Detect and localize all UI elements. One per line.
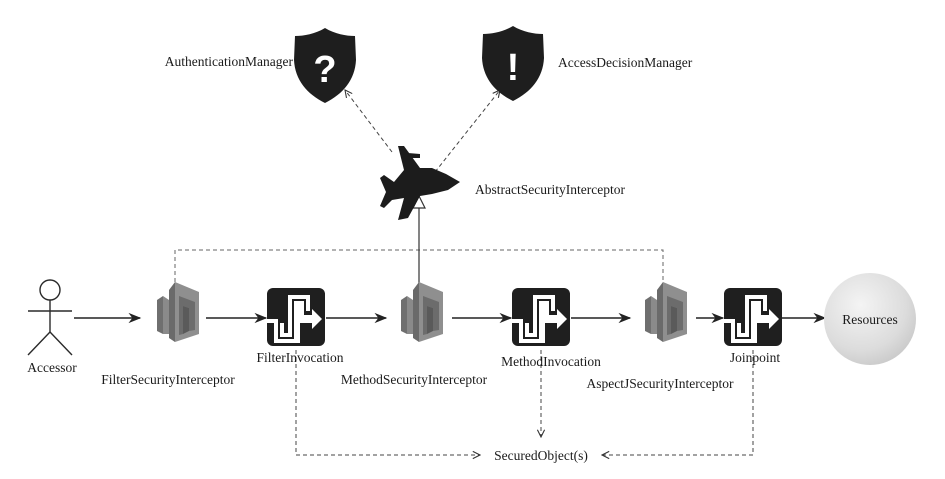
secured-objects-label: SecuredObject(s): [494, 448, 588, 463]
edge-abstract-to-access-decision-manager: [434, 90, 500, 173]
interceptor-gate-icon: [401, 282, 443, 342]
sphere-icon: [824, 273, 916, 365]
access-decision-manager-node[interactable]: ! AccessDecisionManager: [482, 26, 693, 101]
invocation-flow-icon: [265, 286, 327, 348]
shield-exclamation-glyph: !: [507, 47, 520, 89]
filter-invocation-node[interactable]: FilterInvocation: [257, 286, 344, 365]
abstract-security-interceptor-label: AbstractSecurityInterceptor: [475, 182, 625, 197]
method-security-interceptor-node[interactable]: MethodSecurityInterceptor: [341, 282, 488, 387]
invocation-flow-icon: [722, 286, 784, 348]
filter-security-interceptor-node[interactable]: FilterSecurityInterceptor: [101, 282, 235, 387]
authentication-manager-node[interactable]: ? AuthenticationManager: [165, 28, 356, 103]
interceptor-gate-icon: [645, 282, 687, 342]
accessor-node[interactable]: Accessor: [27, 279, 77, 375]
edge-filter-invocation-to-secured-objects: [295, 350, 480, 455]
joinpoint-node[interactable]: Joinpoint: [722, 286, 784, 365]
edge-abstract-to-auth-manager: [345, 90, 393, 153]
method-security-interceptor-label: MethodSecurityInterceptor: [341, 372, 488, 387]
method-invocation-label: MethodInvocation: [501, 354, 601, 369]
invocation-flow-icon: [510, 286, 572, 348]
joinpoint-label: Joinpoint: [730, 350, 781, 365]
actor-icon: [27, 279, 73, 356]
interceptor-gate-icon: [157, 282, 199, 342]
aspectj-security-interceptor-node[interactable]: AspectJSecurityInterceptor: [587, 282, 734, 391]
resources-label: Resources: [842, 312, 897, 327]
filter-security-interceptor-label: FilterSecurityInterceptor: [101, 372, 235, 387]
filter-invocation-label: FilterInvocation: [257, 350, 344, 365]
edge-joinpoint-to-secured-objects: [602, 350, 754, 455]
resources-node[interactable]: Resources: [824, 273, 916, 365]
shield-exclamation-icon: [482, 26, 544, 101]
access-decision-manager-label: AccessDecisionManager: [558, 55, 693, 70]
jet-plane-icon: [380, 146, 460, 220]
abstract-security-interceptor-node[interactable]: AbstractSecurityInterceptor: [380, 146, 625, 220]
authentication-manager-label: AuthenticationManager: [165, 54, 294, 69]
accessor-label: Accessor: [27, 360, 77, 375]
shield-question-glyph: ?: [313, 49, 336, 91]
secured-objects-node[interactable]: SecuredObject(s): [494, 448, 588, 463]
aspectj-security-interceptor-label: AspectJSecurityInterceptor: [587, 376, 734, 391]
connections: [74, 90, 827, 455]
method-invocation-node[interactable]: MethodInvocation: [501, 286, 601, 369]
shield-question-icon: [294, 28, 356, 103]
